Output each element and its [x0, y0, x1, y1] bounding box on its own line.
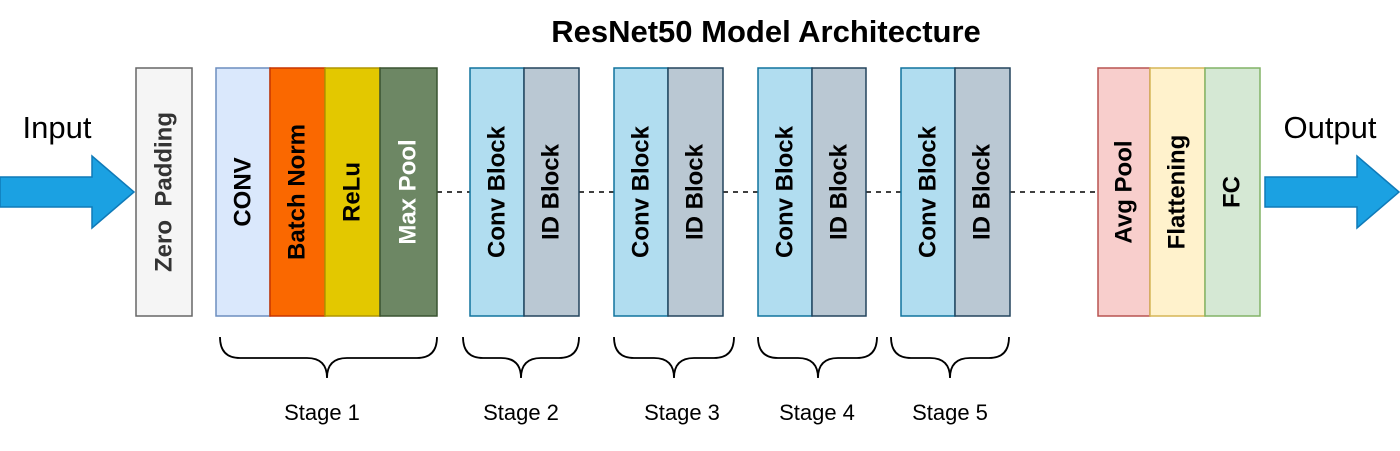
stage-5-brace — [890, 336, 1010, 379]
stage-1-layers: CONV Batch Norm ReLu Max Pool — [215, 67, 438, 317]
stage-4-conv-block-label: Conv Block — [772, 125, 799, 258]
stage-braces — [219, 336, 1010, 379]
stage-5-conv-block-label: Conv Block — [915, 125, 942, 258]
zero-padding-layer: Zero Padding — [135, 67, 193, 317]
output-arrow-icon — [1264, 154, 1400, 230]
stage-3-blocks: Conv Block ID Block — [613, 67, 724, 317]
output-label: Output — [1283, 110, 1376, 145]
stage-3-label: Stage 3 — [644, 400, 720, 425]
stage-2-brace — [462, 336, 580, 379]
stage-4-label: Stage 4 — [779, 400, 855, 425]
stage-2-conv-block-label: Conv Block — [484, 125, 511, 258]
stage-3-conv-block-label: Conv Block — [628, 125, 655, 258]
flattening-label: Flattening — [1164, 135, 1191, 250]
stage-2-blocks: Conv Block ID Block — [469, 67, 580, 317]
relu-label: ReLu — [339, 162, 366, 222]
batch-norm-label: Batch Norm — [284, 124, 311, 260]
input-arrow-icon — [0, 154, 136, 230]
stage-1-label: Stage 1 — [284, 400, 360, 425]
max-pool-label: Max Pool — [395, 139, 422, 244]
stage-5-label: Stage 5 — [912, 400, 988, 425]
zero-padding-label: Zero Padding — [151, 112, 178, 272]
avg-pool-label: Avg Pool — [1111, 140, 1138, 243]
stage-3-brace — [613, 336, 735, 379]
conv-layer-label: CONV — [230, 157, 257, 226]
stage-4-blocks: Conv Block ID Block — [757, 67, 867, 317]
diagram-title: ResNet50 Model Architecture — [551, 14, 981, 49]
input-label: Input — [23, 110, 92, 145]
stage-1-brace — [219, 336, 438, 379]
stage-5-blocks: Conv Block ID Block — [900, 67, 1011, 317]
stage-5-id-block-label: ID Block — [969, 143, 996, 240]
stage-4-brace — [757, 336, 878, 379]
stage-2-label: Stage 2 — [483, 400, 559, 425]
output-layers: Avg Pool Flattening FC — [1097, 67, 1261, 317]
stage-2-id-block-label: ID Block — [538, 143, 565, 240]
stage-3-id-block-label: ID Block — [682, 143, 709, 240]
fc-label: FC — [1219, 176, 1246, 208]
stage-4-id-block-label: ID Block — [826, 143, 853, 240]
